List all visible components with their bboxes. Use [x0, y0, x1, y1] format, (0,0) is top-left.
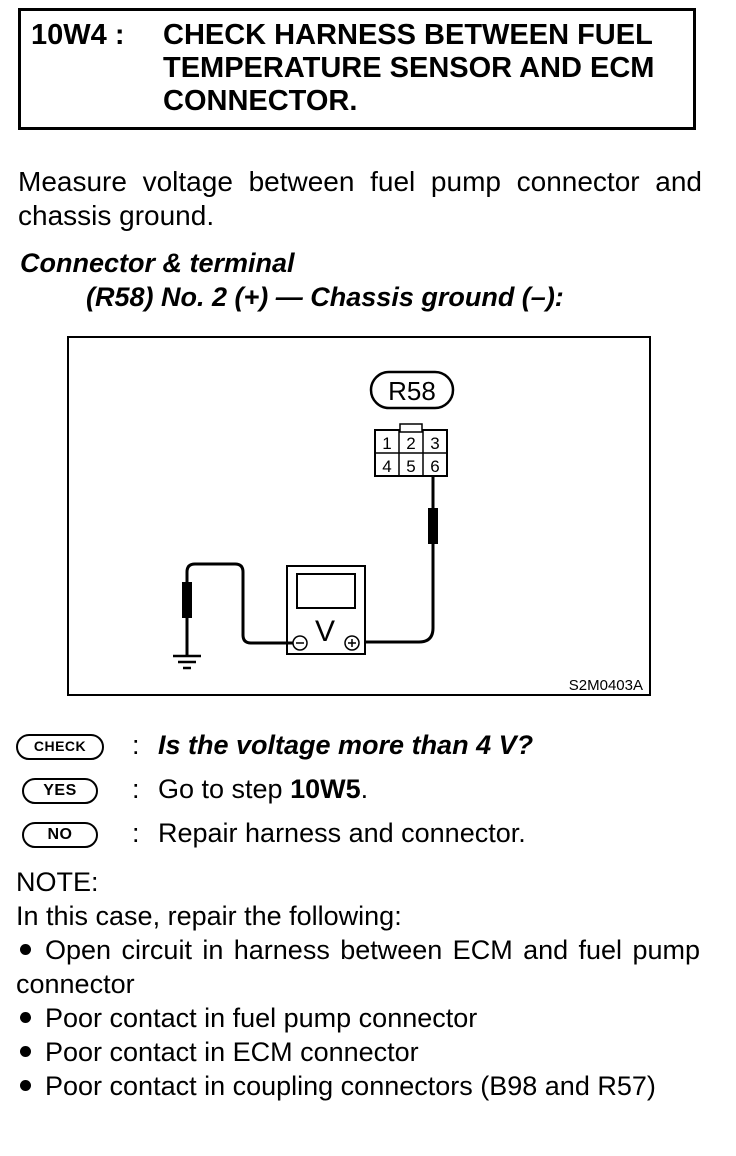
negative-lead: [185, 562, 293, 645]
pin-3: 3: [430, 434, 439, 453]
colon: :: [132, 818, 140, 848]
note-item-text: Poor contact in coupling connectors (B98…: [45, 1071, 656, 1101]
bullet-icon: [20, 1046, 31, 1058]
bullet-icon: [20, 1012, 31, 1024]
note-item-text: Poor contact in fuel pump connector: [45, 1003, 478, 1033]
yes-action-step: 10W5: [290, 774, 361, 804]
pin-6: 6: [430, 457, 439, 476]
colon: :: [132, 730, 140, 760]
pin-4: 4: [382, 457, 391, 476]
note-item: Open circuit in harness between ECM and …: [16, 933, 700, 1001]
bullet-icon: [20, 1080, 31, 1092]
yes-action: Go to step 10W5.: [158, 774, 368, 805]
step-title: CHECK HARNESS BETWEEN FUEL TEMPERATURE S…: [163, 19, 655, 117]
wiring-diagram: R58 1 2 3 4 5 6 V: [67, 336, 651, 696]
yes-action-prefix: Go to step: [158, 774, 291, 804]
colon: :: [132, 774, 140, 804]
connector-terminal-value: (R58) No. 2 (+) — Chassis ground (–):: [86, 282, 564, 312]
figure-code: S2M0403A: [569, 677, 643, 694]
note-item-text: Open circuit in harness between ECM and …: [16, 935, 700, 999]
voltmeter-symbol: V: [315, 615, 335, 648]
pin-2: 2: [406, 434, 415, 453]
note-intro: In this case, repair the following:: [16, 901, 402, 931]
positive-probe: [428, 508, 438, 544]
note-item: Poor contact in fuel pump connector: [16, 1001, 700, 1035]
note-item: Poor contact in coupling connectors (B98…: [16, 1069, 700, 1103]
pin-1: 1: [382, 434, 391, 453]
connector-terminal-label: Connector & terminal: [20, 248, 295, 278]
yes-row: YES : Go to step 10W5.: [0, 772, 736, 812]
step-id: 10W4 :: [31, 19, 125, 51]
pin-5: 5: [406, 457, 415, 476]
no-badge: NO: [22, 822, 98, 848]
connector-label-outline: [369, 370, 455, 410]
intro-text: Measure voltage between fuel pump connec…: [18, 166, 702, 231]
connector-latch: [399, 423, 423, 433]
note-section: NOTE: In this case, repair the following…: [16, 865, 700, 1103]
note-title: NOTE:: [16, 867, 99, 897]
connector-label: R58: [388, 376, 436, 406]
no-row: NO : Repair harness and connector.: [0, 816, 736, 856]
no-action: Repair harness and connector.: [158, 818, 526, 848]
note-item: Poor contact in ECM connector: [16, 1035, 700, 1069]
check-row: CHECK : Is the voltage more than 4 V?: [0, 728, 736, 768]
negative-probe: [182, 582, 192, 618]
wiring-diagram-svg: R58 1 2 3 4 5 6 V: [173, 370, 643, 694]
voltmeter-display: [296, 573, 356, 609]
bullet-icon: [20, 944, 31, 956]
check-badge: CHECK: [16, 734, 104, 760]
note-item-text: Poor contact in ECM connector: [45, 1037, 419, 1067]
yes-action-suffix: .: [360, 774, 369, 804]
step-header-box: 10W4 : CHECK HARNESS BETWEEN FUEL TEMPER…: [18, 8, 696, 130]
yes-badge: YES: [22, 778, 98, 804]
check-question: Is the voltage more than 4 V?: [158, 730, 534, 760]
